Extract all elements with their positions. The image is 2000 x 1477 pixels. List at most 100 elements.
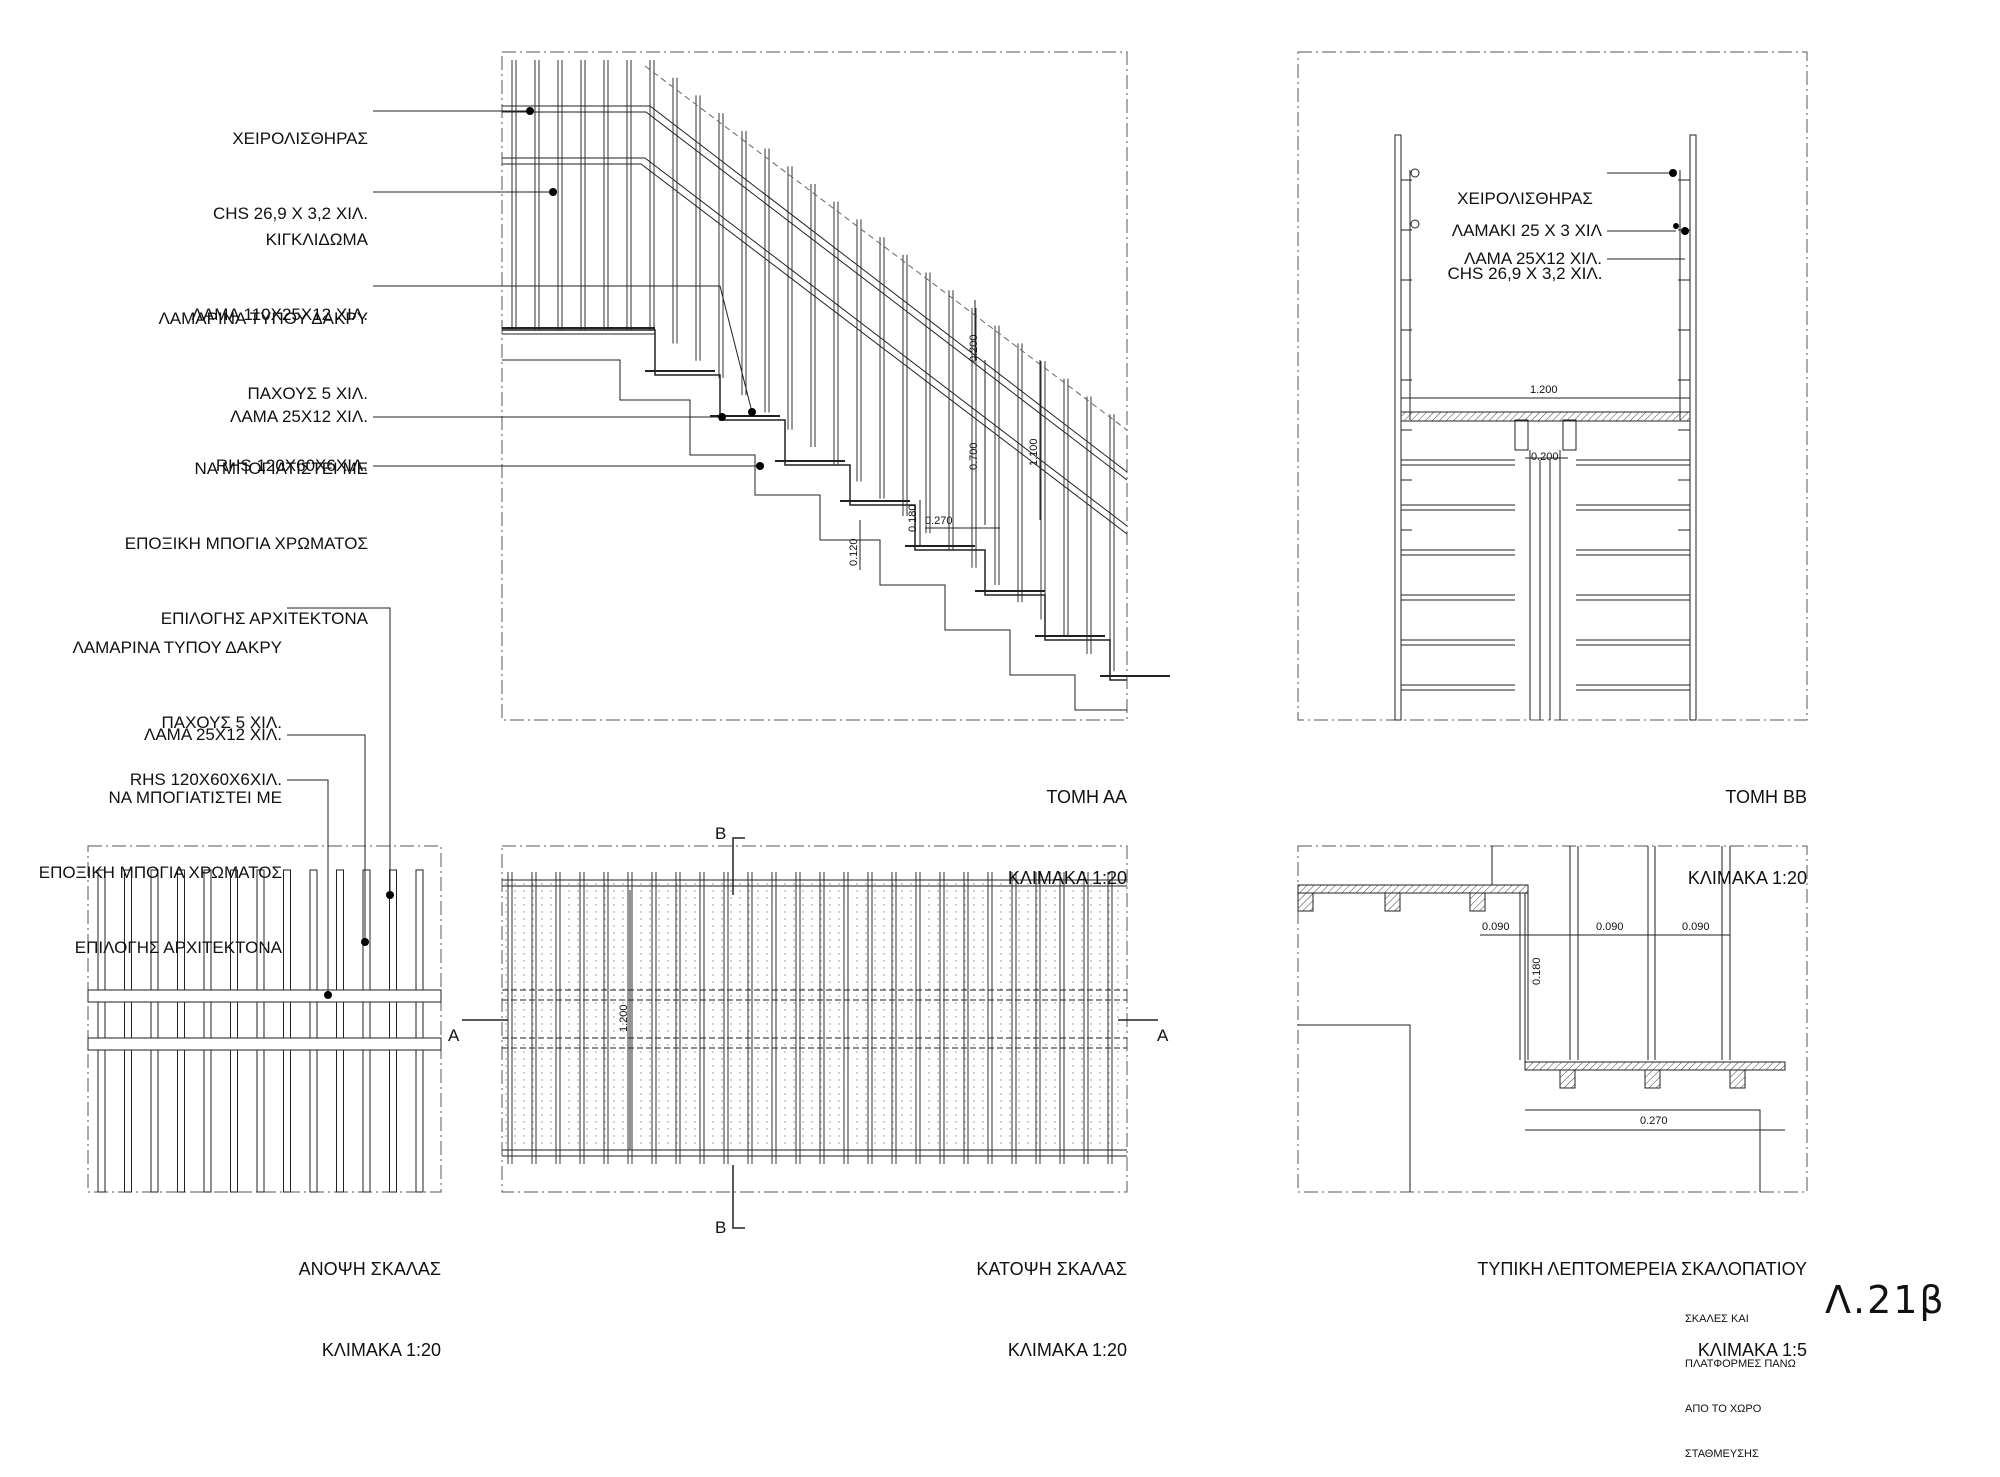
stair-elevation-bar xyxy=(389,869,397,1193)
section-aa-stair-profile xyxy=(502,329,1127,681)
dim-aa-200: 0.200 xyxy=(968,334,980,362)
section-aa-dashed-top xyxy=(644,65,1128,431)
step-detail-drawing xyxy=(1297,845,1808,1193)
callout-handrail-bb-line1: ΧΕΙΡΟΛΙΣΘΗΡΑΣ xyxy=(1457,189,1593,208)
sheet-description-line1: ΣΚΑΛΕΣ ΚΑΙ xyxy=(1685,1313,1749,1325)
callout-plate-plan-line1: ΛΑΜΑΡΙΝΑ ΤΥΠΟΥ ΔΑΚΡΥ xyxy=(72,638,282,657)
sheet-description-line4: ΣΤΑΘΜΕΥΣΗΣ xyxy=(1685,1448,1759,1460)
callout-plate-plan-line2: ΠΑΧΟΥΣ 5 ΧΙΛ. xyxy=(161,713,282,732)
dim-plan-1200: 1.200 xyxy=(618,1004,630,1032)
section-mark-b-bottom: B xyxy=(715,1218,727,1237)
section-bb-drawing xyxy=(1297,51,1808,721)
callout-handrail-aa-line2: CHS 26,9 X 3,2 ΧΙΛ. xyxy=(213,204,368,223)
step-detail-lower-plate xyxy=(1524,1061,1786,1071)
dot-handrail-bb xyxy=(1669,169,1677,177)
callout-plate-aa-line1: ΛΑΜΑΡΙΝΑ ΤΥΠΟΥ ΔΑΚΡΥ xyxy=(158,309,368,328)
stair-plan-bars xyxy=(507,872,1113,1164)
section-bb-left-post xyxy=(1394,134,1402,721)
dot-plate-aa xyxy=(748,408,756,416)
title-section-bb-name: ΤΟΜΗ ΒΒ xyxy=(1725,787,1807,807)
section-aa-frame xyxy=(501,51,1128,721)
section-bb-platform xyxy=(1400,411,1691,422)
cut-line-b-bottom xyxy=(732,1165,745,1229)
stair-plan-drawing xyxy=(462,837,1158,1229)
sheet-description-line2: ΠΛΑΤΦΟΡΜΕΣ ΠΑΝΩ xyxy=(1685,1358,1796,1370)
dim-det-090-b: 0.090 xyxy=(1596,921,1624,933)
title-stair-elevation-scale: ΚΛΙΜΑΚΑ 1:20 xyxy=(321,1340,441,1360)
callout-rhs-plan: RHS 120X60X6ΧΙΛ. xyxy=(129,770,282,789)
title-step-detail-name: ΤΥΠΙΚΗ ΛΕΠΤΟΜΕΡΕΙΑ ΣΚΑΛΟΠΑΤΙΟΥ xyxy=(1477,1259,1807,1279)
section-mark-a-left: A xyxy=(448,1026,460,1045)
dim-aa-120: 0.120 xyxy=(848,538,860,566)
stair-elevation-bar xyxy=(309,869,318,1193)
callout-plate-aa: ΛΑΜΑΡΙΝΑ ΤΥΠΟΥ ΔΑΚΡΥ ΠΑΧΟΥΣ 5 ΧΙΛ. ΝΑ ΜΠ… xyxy=(100,256,368,656)
dot-plate-plan xyxy=(386,891,394,899)
leader-plate-aa xyxy=(373,285,753,413)
callout-plate-aa-line5: ΕΠΙΛΟΓΗΣ ΑΡΧΙΤΕΚΤΟΝΑ xyxy=(160,609,368,628)
callout-plate-plan: ΛΑΜΑΡΙΝΑ ΤΥΠΟΥ ΔΑΚΡΥ ΠΑΧΟΥΣ 5 ΧΙΛ. ΝΑ ΜΠ… xyxy=(10,585,282,985)
stair-elevation-bar xyxy=(230,869,238,1193)
stair-elevation-beam-top xyxy=(87,989,442,1003)
stair-elevation-bar xyxy=(124,869,132,1193)
dot-handrail-aa xyxy=(526,107,534,115)
stair-elevation-bars xyxy=(97,869,424,1193)
stair-elevation-beam-bottom xyxy=(87,1037,442,1051)
sheet-number: Λ.21β xyxy=(1825,1278,1946,1322)
callout-railing-aa-line2: ΛΑΜΑ 110Χ25Χ12 ΧΙΛ. xyxy=(191,305,368,324)
callout-flat-plan: ΛΑΜΑ 25Χ12 ΧΙΛ. xyxy=(143,725,282,744)
title-section-aa-scale: ΚΛΙΜΑΚΑ 1:20 xyxy=(1007,868,1127,888)
dot-rhs-aa xyxy=(756,462,764,470)
callout-plate-plan-line5: ΕΠΙΛΟΓΗΣ ΑΡΧΙΤΕΚΤΟΝΑ xyxy=(74,938,282,957)
section-bb-rhs-right xyxy=(1562,419,1577,451)
section-bb-right-post xyxy=(1689,134,1697,721)
dot-flat-plan xyxy=(361,938,369,946)
callout-small-flat-bb: ΛΑΜΑΚΙ 25 Χ 3 ΧΙΛ xyxy=(1451,221,1602,240)
dim-bb-200: 0.200 xyxy=(1531,451,1559,463)
callout-plate-aa-line4: ΕΠΟΞΙΚΗ ΜΠΟΓΙΑ ΧΡΩΜΑΤΟΣ xyxy=(124,534,368,553)
callout-handrail-aa-line1: ΧΕΙΡΟΛΙΣΘΗΡΑΣ xyxy=(232,129,368,148)
section-bb-rungs xyxy=(1401,179,1690,691)
stair-elevation-bar xyxy=(283,869,291,1193)
leader-flat-plan xyxy=(287,734,366,942)
stair-elevation-drawing xyxy=(87,607,442,1193)
dim-det-270: 0.270 xyxy=(1640,1115,1668,1127)
dot-rhs-plan xyxy=(324,991,332,999)
callout-plate-aa-line3: ΝΑ ΜΠΟΓΙΑΤΙΣΤΕΙ ΜΕ xyxy=(194,459,368,478)
callout-rhs-aa: RHS 120X60X6ΧΙΛ. xyxy=(215,456,368,475)
section-bb-rhs-left xyxy=(1514,419,1529,451)
callout-railing-aa: ΚΙΓΚΛΙΔΩΜΑ ΛΑΜΑ 110Χ25Χ12 ΧΙΛ. xyxy=(150,177,368,352)
dim-bb-1200: 1.200 xyxy=(1530,384,1558,396)
dim-det-090-c: 0.090 xyxy=(1682,921,1710,933)
stair-elevation-bar xyxy=(415,869,424,1193)
callout-flat-bb: ΛΑΜΑ 25Χ12 ΧΙΛ. xyxy=(1463,249,1602,268)
section-aa-balusters xyxy=(511,60,1115,672)
dot-flat-aa xyxy=(718,413,726,421)
stair-elevation-bar xyxy=(97,869,106,1193)
callout-plate-aa-line2: ΠΑΧΟΥΣ 5 ΧΙΛ. xyxy=(247,384,368,403)
step-detail-frame xyxy=(1297,845,1808,1193)
section-mark-b-top: B xyxy=(715,824,727,843)
cut-line-b-top xyxy=(732,837,745,895)
section-aa-handrail-mid xyxy=(502,157,1128,527)
callout-handrail-bb-line2: CHS 26,9 X 3,2 ΧΙΛ. xyxy=(1447,264,1603,283)
title-section-bb: ΤΟΜΗ ΒΒ ΚΛΙΜΑΚΑ 1:20 xyxy=(1560,730,1807,919)
stair-elevation-bar xyxy=(336,869,344,1193)
dim-aa-270: 0.270 xyxy=(925,515,953,527)
section-aa-handrail-top xyxy=(502,105,1128,473)
callout-flat-aa: ΛΑΜΑ 25Χ12 ΧΙΛ. xyxy=(229,407,368,426)
title-stair-plan: ΚΑΤΟΨΗ ΣΚΑΛΑΣ ΚΛΙΜΑΚΑ 1:20 xyxy=(880,1202,1127,1391)
callout-handrail-aa: ΧΕΙΡΟΛΙΣΘΗΡΑΣ CHS 26,9 X 3,2 ΧΙΛ. xyxy=(150,76,368,251)
stair-elevation-bar xyxy=(150,869,159,1193)
leader-plate-plan xyxy=(287,607,391,895)
section-aa-treads xyxy=(645,370,1170,677)
dot-small-flat-bb xyxy=(1673,223,1679,229)
dot-railing-aa xyxy=(549,188,557,196)
dot-flat-bb xyxy=(1681,227,1689,235)
stair-plan-treads xyxy=(502,880,1127,1156)
dim-aa-1100: 1.100 xyxy=(1028,438,1040,466)
dim-aa-180: 0.180 xyxy=(907,504,919,532)
dim-aa-700: 0.700 xyxy=(968,442,980,470)
callout-handrail-bb: ΧΕΙΡΟΛΙΣΘΗΡΑΣ CHS 26,9 X 3,2 ΧΙΛ. xyxy=(1440,136,1610,311)
section-aa-handrail-mid-inner xyxy=(502,163,1128,535)
step-detail-upper-plate xyxy=(1297,884,1529,894)
